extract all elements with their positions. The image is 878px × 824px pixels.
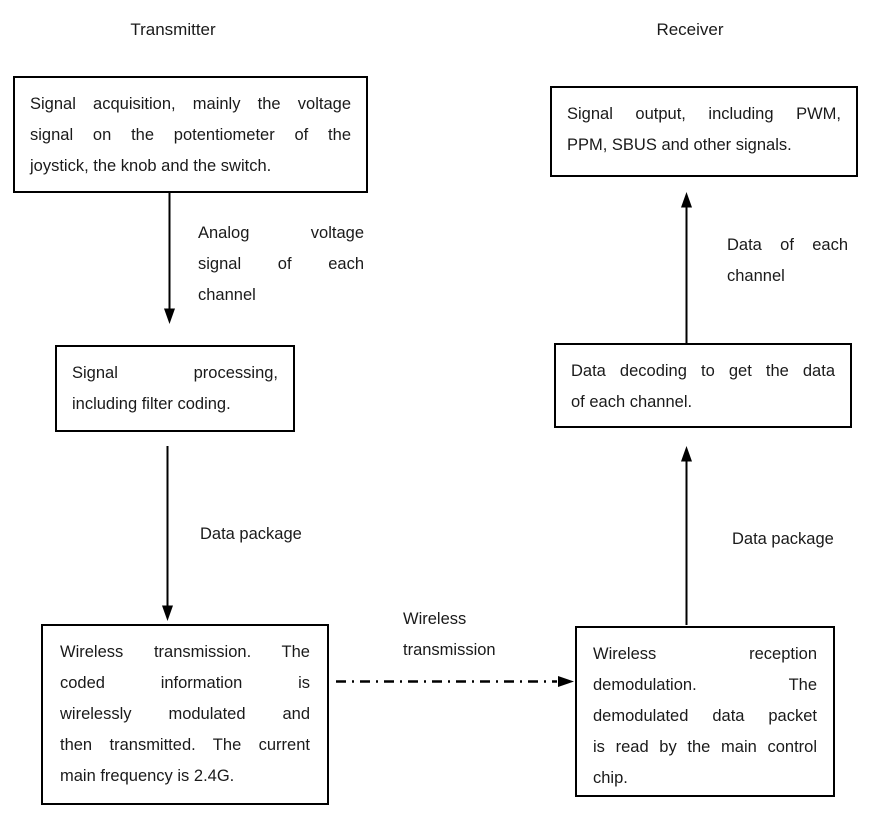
wireless-transmission-box: Wireless transmission. The coded informa…	[41, 624, 329, 805]
box-line: of each channel.	[571, 393, 693, 411]
arrow-analog-voltage-down	[164, 193, 175, 324]
box-line: main frequency is 2.4G.	[60, 767, 235, 785]
box-line: Data decoding to get the data	[571, 362, 835, 380]
label-line: Wireless	[403, 610, 467, 628]
label-line: channel	[198, 286, 256, 304]
signal-acquisition-box: Signal acquisition, mainly the voltage s…	[13, 76, 368, 193]
arrowhead-up-icon	[681, 192, 692, 208]
box-line: chip.	[593, 769, 628, 787]
arrowhead-down-icon	[162, 605, 173, 621]
transmitter-heading: Transmitter	[130, 20, 216, 39]
arrow-data-package-down	[162, 446, 173, 621]
arrowhead-right-icon	[558, 676, 574, 687]
label-line: signal of each	[198, 255, 364, 273]
analog-voltage-label: Analog voltage signal of each channel	[198, 218, 364, 311]
box-line: coded information is	[60, 674, 310, 692]
box-line: demodulated data packet	[593, 707, 817, 725]
box-line: Wireless transmission. The	[60, 643, 310, 661]
wireless-reception-box: Wireless reception demodulation. The dem…	[575, 626, 835, 797]
box-line: is read by the main control	[593, 738, 817, 756]
box-line: then transmitted. The current	[60, 736, 310, 754]
box-line: Signal output, including PWM,	[567, 105, 841, 123]
label-line: Data of each	[727, 236, 848, 254]
signal-processing-box: Signal processing, including filter codi…	[55, 345, 295, 432]
arrow-data-of-each-channel-up	[681, 192, 692, 343]
data-decoding-box: Data decoding to get the data of each ch…	[554, 343, 852, 428]
data-package-label-tx: Data package	[200, 525, 302, 543]
box-line: wirelessly modulated and	[60, 705, 310, 723]
box-line: Signal acquisition, mainly the voltage	[30, 95, 351, 113]
arrowhead-down-icon	[164, 308, 175, 324]
data-package-label-rx: Data package	[732, 530, 834, 548]
box-line: Wireless reception	[593, 645, 817, 663]
box-line: Signal processing,	[72, 364, 278, 382]
arrowhead-up-icon	[681, 446, 692, 462]
label-line: transmission	[403, 641, 496, 659]
data-of-each-channel-label: Data of each channel	[727, 230, 848, 292]
wireless-transmission-label: Wireless transmission	[403, 604, 553, 666]
label-line: channel	[727, 267, 785, 285]
box-line: demodulation. The	[593, 676, 817, 694]
arrow-wireless-link	[336, 676, 574, 687]
box-line: including filter coding.	[72, 395, 231, 413]
receiver-heading: Receiver	[656, 20, 724, 39]
arrow-data-package-up	[681, 446, 692, 625]
box-line: PPM, SBUS and other signals.	[567, 136, 792, 154]
box-line: signal on the potentiometer of the	[30, 126, 351, 144]
signal-output-box: Signal output, including PWM, PPM, SBUS …	[550, 86, 858, 177]
label-line: Analog voltage	[198, 224, 364, 242]
box-line: joystick, the knob and the switch.	[30, 157, 272, 175]
